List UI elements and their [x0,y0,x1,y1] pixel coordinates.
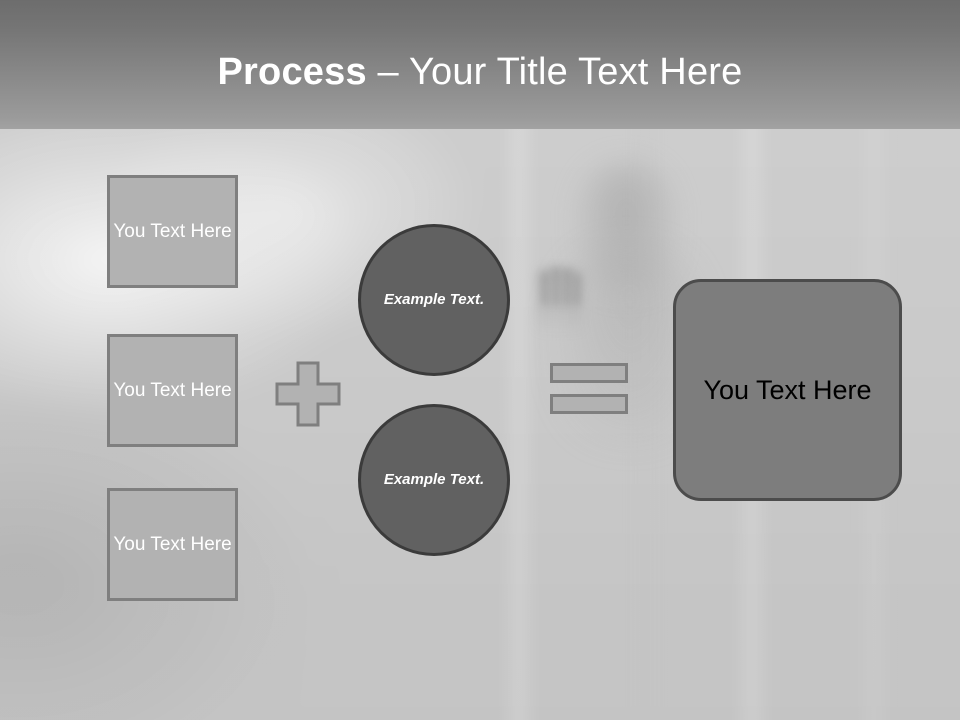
equals-bar-bottom [550,394,628,414]
input-box-1-label: You Text Here [113,221,232,242]
result-box[interactable]: You Text Here [673,279,902,501]
page-title-strong: Process [217,51,367,93]
background-finger [541,272,549,306]
background-glass-seam [640,0,650,720]
background-figure-head [578,162,674,292]
example-circle-1[interactable]: Example Text. [358,224,510,376]
title-band [0,0,960,129]
input-box-3[interactable]: You Text Here [107,488,238,601]
example-circle-2-label: Example Text. [383,471,485,488]
page-title-light: – Your Title Text Here [366,51,743,93]
input-box-3-label: You Text Here [113,534,232,555]
example-circle-2[interactable]: Example Text. [358,404,510,556]
example-circle-1-label: Example Text. [383,291,485,308]
background-finger [563,268,571,306]
plus-sign-icon [275,361,341,427]
equals-bar-top [550,363,628,383]
input-box-2-label: You Text Here [113,380,232,401]
background-finger [552,266,560,306]
background-finger [573,274,581,306]
result-box-label: You Text Here [703,375,872,405]
equals-sign-icon [550,363,628,414]
input-box-2[interactable]: You Text Here [107,334,238,447]
input-box-1[interactable]: You Text Here [107,175,238,288]
background-glass-seam [512,0,526,720]
page-title: Process – Your Title Text Here [0,48,960,96]
